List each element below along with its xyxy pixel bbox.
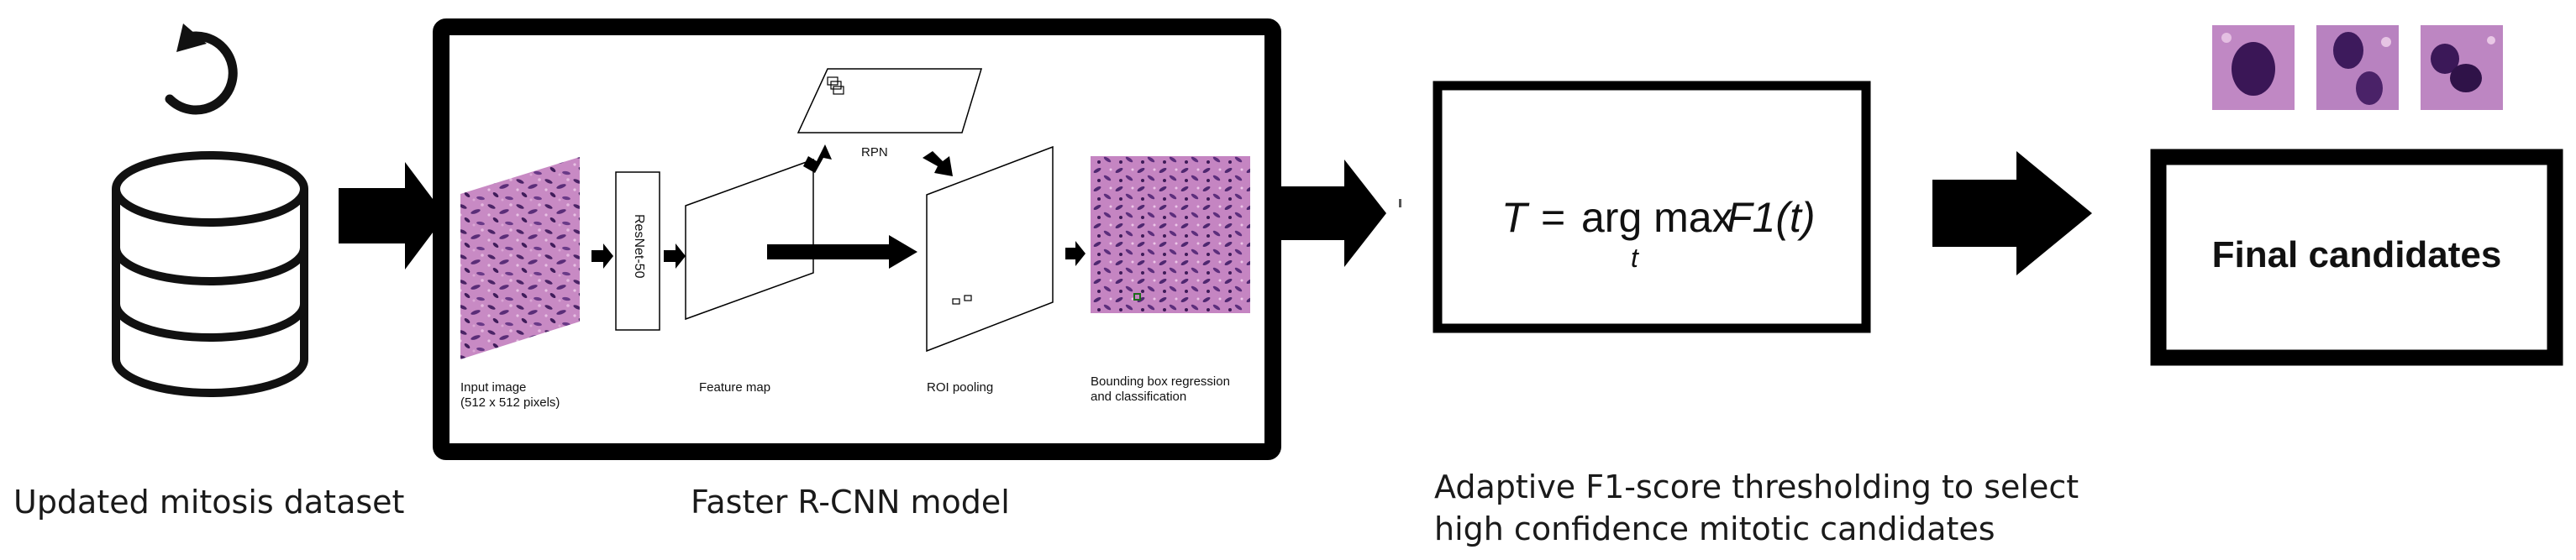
arrow-right-icon [1065, 241, 1086, 266]
formula: T = arg max t F1(t) [1501, 194, 1816, 273]
roi-box [964, 295, 972, 301]
resnet-label: ResNet-50 [632, 214, 646, 279]
feature-map [685, 158, 814, 321]
bbox-label-1: Bounding box regression [1091, 374, 1230, 389]
feature-map-label: Feature map [699, 380, 770, 395]
roi-plane [926, 145, 1054, 353]
refresh-icon [165, 24, 238, 115]
roi-box [952, 298, 960, 305]
arrow-right-icon [1277, 160, 1386, 267]
formula-lhs: T [1501, 194, 1530, 241]
threshold-caption-2: high confidence mitotic candidates [1434, 510, 1995, 547]
roi-label: ROI pooling [927, 380, 993, 395]
formula-fn: F1(t) [1727, 194, 1816, 241]
arrow-right-icon [767, 235, 917, 269]
final-frame [2150, 149, 2563, 366]
bbox-label-2: and classification [1091, 390, 1186, 404]
resnet-block [615, 171, 660, 331]
final-label: Final candidates [2212, 234, 2502, 275]
candidate-thumbnail [2316, 25, 2399, 110]
rpn-label: RPN [861, 145, 888, 160]
input-image [460, 157, 580, 359]
input-label-1: Input image [460, 380, 526, 395]
model-caption: Faster R-CNN model [691, 484, 1010, 521]
rpn-anchors [827, 76, 844, 95]
rpn-plane [796, 68, 983, 133]
arrow-right-icon [591, 243, 613, 269]
model-frame [433, 18, 1281, 460]
arrow-down-right-icon [923, 151, 953, 176]
threshold-caption-1: Adaptive F1-score thresholding to select [1434, 468, 2079, 505]
input-label-2: (512 x 512 pixels) [460, 395, 560, 410]
candidate-thumbnail [2212, 25, 2295, 110]
formula-sub: t [1631, 243, 1639, 273]
output-image [1091, 156, 1250, 313]
arrow-right-icon [664, 243, 686, 269]
stray-mark [1399, 199, 1401, 207]
threshold-frame [1433, 81, 1871, 333]
database-icon [112, 151, 308, 397]
arrow-right-icon [339, 162, 445, 270]
arrow-up-right-icon [803, 144, 832, 173]
formula-eq: = [1541, 194, 1565, 241]
detection-box [1133, 293, 1141, 301]
formula-op: arg max [1581, 194, 1733, 241]
candidate-thumbnail [2421, 25, 2503, 110]
dataset-caption: Updated mitosis dataset [13, 484, 405, 521]
arrow-right-icon [1932, 151, 2092, 275]
